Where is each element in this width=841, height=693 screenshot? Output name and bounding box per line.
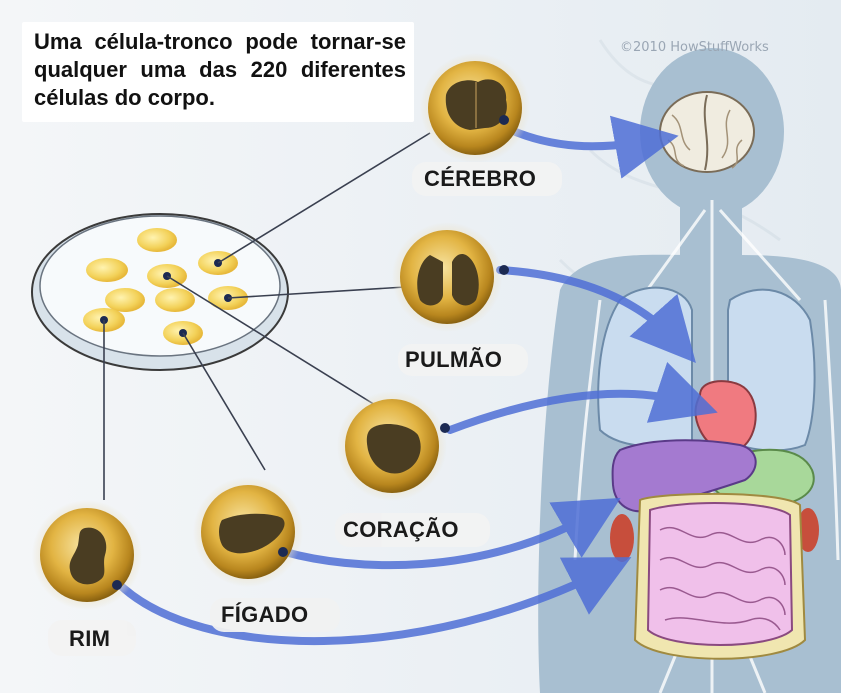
liver-icon [219,513,285,554]
cell-liver [193,477,303,587]
intro-caption: Uma célula-tronco pode tornar-se qualque… [22,22,414,122]
label-kidney: RIM [69,626,111,651]
label-heart: CORAÇÃO [343,517,459,542]
label-lung: PULMÃO [405,347,503,372]
heart-icon [366,424,421,474]
connector-lines [103,132,431,500]
copyright-credit: ©2010 HowStuffWorks [620,40,769,55]
petri-dish [31,213,289,371]
liver-organ [611,439,757,513]
cell-kidney [32,500,142,610]
lung-icon [417,253,479,306]
cell-heart [337,391,450,501]
kidney-organ-left [610,514,634,562]
label-brain: CÉREBRO [424,166,537,191]
kidney-organ-right [797,508,819,552]
brain-organ [659,91,755,173]
cell-lung [392,222,509,332]
cell-brain [420,53,530,163]
intestines-organ [633,492,807,660]
label-liver: FÍGADO [221,602,309,627]
kidney-icon [69,527,107,585]
